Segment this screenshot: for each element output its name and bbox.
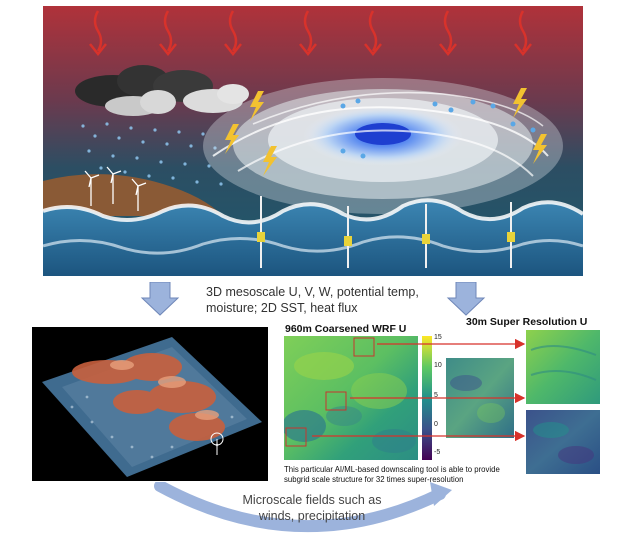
colorbar-tick: -5 (434, 449, 441, 456)
coarse-panel-title: 960m Coarsened WRF U (285, 323, 407, 335)
colorbar-tick: 15 (434, 334, 442, 341)
coarse-wrf-heatmap (284, 336, 418, 460)
wind-turbine-icon (210, 432, 224, 455)
precipitation-icon (81, 122, 223, 186)
microscale-label: Microscale fields such as winds, precipi… (232, 492, 392, 524)
input-variables-line2: moisture; 2D SST, heat flux (206, 301, 358, 315)
colorbar-tick: 10 (434, 362, 442, 369)
red-arrows (312, 338, 526, 442)
microscale-line1: Microscale fields such as (242, 493, 382, 507)
super-res-heatmap-top (526, 330, 600, 404)
hurricane-eye (203, 78, 563, 214)
hurricane-illustration (43, 6, 583, 276)
down-arrow-right (446, 282, 486, 316)
colorbar-tick: 5 (434, 392, 438, 399)
down-arrow-left (140, 282, 180, 316)
curved-arrow (154, 482, 452, 532)
input-variables-line1: 3D mesoscale U, V, W, potential temp, (206, 285, 419, 299)
offshore-turbine-icon (257, 196, 515, 268)
wind-turbine-icon (84, 166, 147, 211)
caption-line1: This particular AI/ML-based downscaling … (284, 465, 500, 474)
colorbar-tick: 0 (434, 421, 438, 428)
input-variables-label: 3D mesoscale U, V, W, potential temp, mo… (206, 284, 446, 316)
super-resolution-title: 30m Super Resolution U (466, 316, 588, 328)
raindrop-icon (340, 98, 536, 159)
red-wavy-arrow-icon (89, 10, 532, 57)
caption-line2: subgrid scale structure for 32 times sup… (284, 475, 464, 484)
ocean (43, 200, 583, 276)
lightning-icon (225, 88, 547, 176)
storm-cloud-icon (75, 65, 249, 116)
super-res-heatmap-bottom (526, 410, 600, 474)
downscaling-caption: This particular AI/ML-based downscaling … (284, 465, 604, 485)
microscale-line2: winds, precipitation (258, 509, 366, 523)
microscale-3d-field (32, 327, 268, 481)
